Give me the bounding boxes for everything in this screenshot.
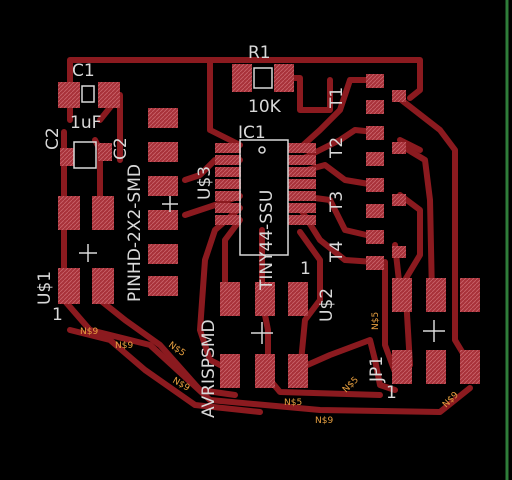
pad-c1-2[interactable]: [98, 82, 120, 108]
pad-avr-3[interactable]: [288, 282, 308, 316]
net-label: N$9: [441, 390, 461, 410]
pad-us1-3[interactable]: [58, 268, 80, 304]
pad-avr-4[interactable]: [220, 354, 240, 388]
silkscreen: [73, 67, 445, 344]
pad-us1-2[interactable]: [92, 196, 114, 230]
net-label: N$9: [80, 327, 98, 337]
pad-us3-5[interactable]: [148, 244, 178, 264]
label-t3: T3: [327, 191, 347, 213]
pad-jp1-5[interactable]: [426, 350, 446, 384]
c2-outline: [73, 141, 97, 169]
label-t1: T1: [327, 87, 347, 109]
label-5v: C2: [43, 127, 63, 150]
label-c2: C2: [111, 137, 131, 160]
pad-r1-1[interactable]: [232, 64, 252, 92]
pad-us1-4[interactable]: [92, 268, 114, 304]
ic1-outline: [239, 139, 289, 256]
pad-avr-1[interactable]: [220, 282, 240, 316]
component-labels: C1 1uF R1 10K IC1 TINY44-SSU C2 C2 U$3 U…: [35, 43, 397, 418]
net-label: N$5: [371, 312, 381, 330]
pad-jp1-4[interactable]: [392, 350, 412, 384]
label-jp1-pin1: 1: [386, 383, 397, 403]
pad-us3-3[interactable]: [148, 176, 178, 196]
pad-c2-1[interactable]: [60, 148, 74, 166]
label-us2-pin1: 1: [300, 259, 311, 279]
label-us2: U$2: [317, 288, 337, 322]
pad-avr-6[interactable]: [288, 354, 308, 388]
label-t4: T4: [327, 241, 347, 263]
label-c1: C1: [72, 61, 95, 81]
label-c1-value: 1uF: [70, 113, 101, 133]
label-jp1: JP1: [367, 356, 387, 383]
t-pads: [366, 74, 406, 270]
pad-jp1-6[interactable]: [460, 350, 480, 384]
net-label: N$9: [315, 416, 333, 426]
pad-us3-1[interactable]: [148, 108, 178, 128]
pad-jp1-3[interactable]: [460, 278, 480, 312]
pad-us3-2[interactable]: [148, 142, 178, 162]
pad-c1-1[interactable]: [58, 82, 80, 108]
pad-avr-2[interactable]: [255, 282, 275, 316]
label-r1-value: 10K: [248, 97, 282, 117]
label-ic1-value: TINY44-SSU: [257, 190, 277, 291]
net-label: N$9: [115, 341, 133, 351]
pad-us3-6[interactable]: [148, 276, 178, 296]
pad-us3-4[interactable]: [148, 210, 178, 230]
ic1-right-pins: [288, 143, 316, 225]
label-ic1: IC1: [238, 123, 266, 143]
pad-avr-5[interactable]: [255, 354, 275, 388]
pad-us1-1[interactable]: [58, 196, 80, 230]
net-label: N$5: [284, 398, 302, 408]
label-r1: R1: [248, 43, 271, 63]
label-t2: T2: [327, 137, 347, 159]
pads: [58, 64, 480, 388]
ic1-left-pins: [215, 143, 241, 225]
label-us3: U$3: [195, 166, 215, 200]
label-us1-pin1: 1: [52, 305, 63, 325]
pad-jp1-2[interactable]: [426, 278, 446, 312]
pad-r1-2[interactable]: [274, 64, 294, 92]
label-us1: U$1: [35, 271, 55, 305]
pad-c2-2[interactable]: [98, 143, 112, 161]
label-pinhd: PINHD-2X2-SMD: [125, 164, 145, 302]
label-avrisp: AVRISPSMD: [199, 319, 219, 418]
pad-jp1-1[interactable]: [392, 278, 412, 312]
